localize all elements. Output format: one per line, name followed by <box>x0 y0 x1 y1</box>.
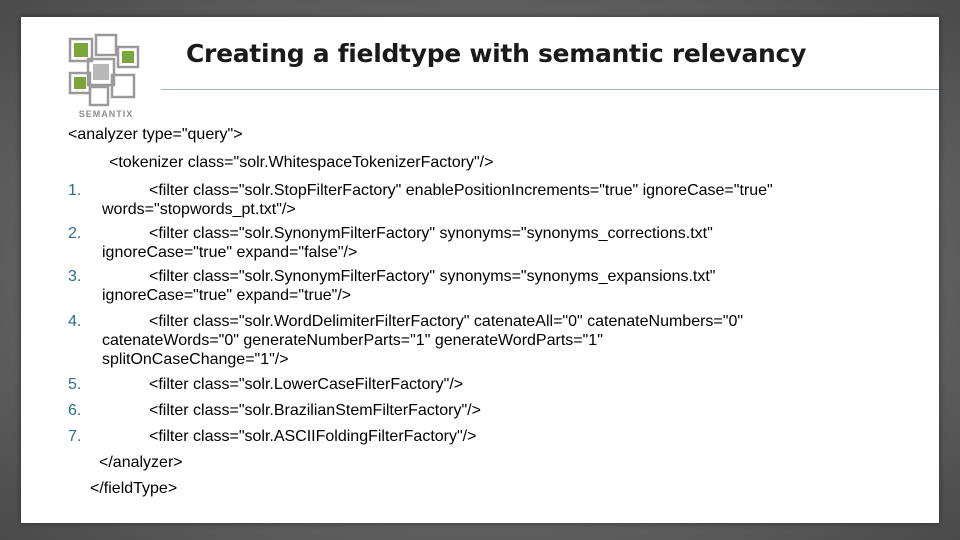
analyzer-close-line: </analyzer> <box>99 454 183 471</box>
filter-line: <filter class="solr.ASCIIFoldingFilterFa… <box>149 428 477 445</box>
title-underline <box>161 89 939 90</box>
logo-wordmark: SEMANTIX <box>78 109 134 119</box>
filter-number: 6. <box>68 402 82 419</box>
filter-line: <filter class="solr.StopFilterFactory" e… <box>149 182 773 199</box>
filter-number: 7. <box>68 428 82 445</box>
filter-line: ignoreCase="true" expand="false"/> <box>102 244 358 261</box>
filter-number: 5. <box>68 376 82 393</box>
filter-line: <filter class="solr.SynonymFilterFactory… <box>149 225 713 242</box>
analyzer-open-line: <analyzer type="query"> <box>68 126 243 143</box>
filter-line: <filter class="solr.BrazilianStemFilterF… <box>149 402 481 419</box>
semantix-logo: SEMANTIX <box>66 33 146 125</box>
filter-number: 2. <box>68 225 82 242</box>
slide-title: Creating a fieldtype with semantic relev… <box>186 39 807 68</box>
fieldtype-close-line: </fieldType> <box>90 480 178 497</box>
filter-line: splitOnCaseChange="1"/> <box>102 351 289 368</box>
semantix-logo-icon <box>68 33 140 107</box>
filter-line: <filter class="solr.SynonymFilterFactory… <box>149 268 716 285</box>
filter-line: <filter class="solr.WordDelimiterFilterF… <box>149 313 744 330</box>
slide: SEMANTIX Creating a fieldtype with seman… <box>21 17 939 523</box>
filter-line: catenateWords="0" generateNumberParts="1… <box>102 332 603 349</box>
filter-number: 3. <box>68 268 82 285</box>
filter-line: <filter class="solr.LowerCaseFilterFacto… <box>149 376 464 393</box>
filter-number: 4. <box>68 313 82 330</box>
tokenizer-line: <tokenizer class="solr.WhitespaceTokeniz… <box>109 154 494 171</box>
code-listing: <analyzer type="query"> <tokenizer class… <box>21 17 939 523</box>
filter-number: 1. <box>68 182 82 199</box>
filter-line: ignoreCase="true" expand="true"/> <box>102 287 352 304</box>
filter-line: words="stopwords_pt.txt"/> <box>102 201 296 218</box>
